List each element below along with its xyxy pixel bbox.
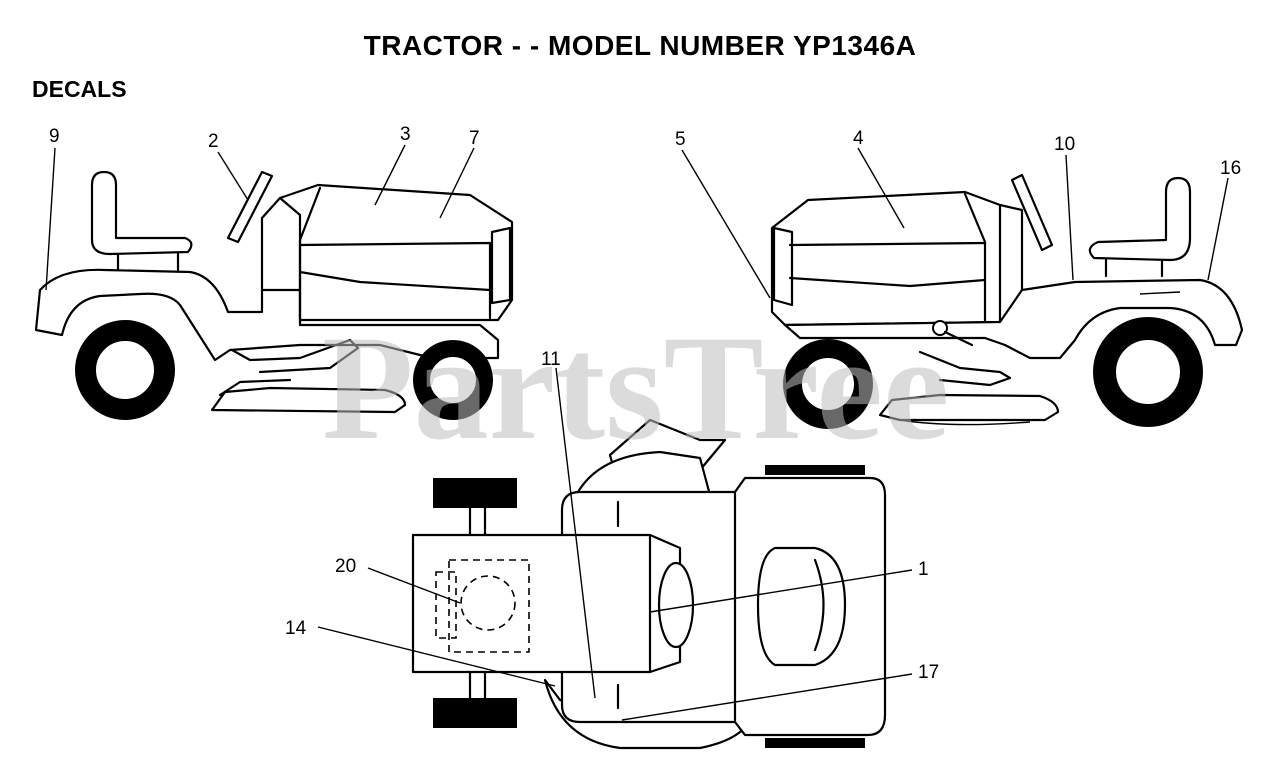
leader-lines	[45, 144, 1229, 721]
tractor-left-side-view	[34, 170, 514, 420]
section-heading: DECALS	[32, 76, 127, 102]
callout-14: 14	[285, 618, 307, 639]
callout-2: 2	[208, 131, 219, 152]
callout-20: 20	[335, 556, 356, 577]
callout-9: 9	[49, 126, 60, 147]
tractor-right-side-view	[770, 173, 1244, 429]
callout-1: 1	[918, 559, 929, 580]
callout-4: 4	[853, 128, 864, 149]
watermark: PartsTree	[322, 305, 949, 471]
callout-5: 5	[675, 129, 686, 150]
callout-10: 10	[1054, 134, 1075, 155]
callout-labels: 9 2 3 7 5 4 10 16 11 20 1 14 17	[49, 124, 1241, 683]
callout-7: 7	[469, 128, 480, 149]
callout-16: 16	[1220, 158, 1241, 179]
callout-3: 3	[400, 124, 411, 145]
callout-11: 11	[541, 349, 561, 370]
callout-17: 17	[918, 662, 939, 683]
page-title: TRACTOR - - MODEL NUMBER YP1346A	[363, 30, 917, 61]
tractor-top-view	[411, 418, 887, 750]
